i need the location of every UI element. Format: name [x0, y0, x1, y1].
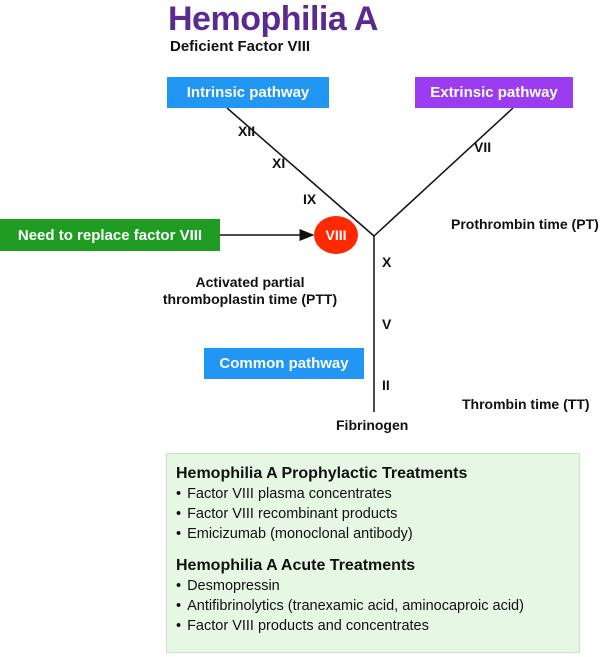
list-item: Factor VIII recombinant products [176, 504, 579, 524]
factor-xi-label: XI [272, 155, 286, 171]
page-subtitle: Deficient Factor VIII [170, 38, 311, 55]
tt-test-label: Thrombin time (TT) [462, 396, 590, 412]
ptt-test-label: Activated partial thromboplastin time (P… [140, 274, 360, 308]
treatments-panel: Hemophilia A Prophylactic Treatments Fac… [166, 453, 580, 653]
page-title: Hemophilia A [168, 0, 379, 38]
intrinsic-pathway-line [226, 107, 375, 237]
prophylactic-title: Hemophilia A Prophylactic Treatments [176, 465, 468, 482]
list-item: Factor VIII plasma concentrates [176, 484, 579, 504]
list-item: Factor VIII products and concentrates [176, 616, 579, 636]
list-item: Emicizumab (monoclonal antibody) [176, 524, 579, 544]
ptt-line-1: Activated partial [195, 274, 305, 290]
list-item: Antifibrinolytics (tranexamic acid, amin… [176, 596, 579, 616]
factor-xii-label: XII [238, 123, 256, 139]
factor-v-label: V [382, 316, 392, 332]
extrinsic-pathway-box: Extrinsic pathway [415, 77, 573, 108]
factor-ix-label: IX [303, 191, 317, 207]
prophylactic-list: Factor VIII plasma concentrates Factor V… [176, 484, 579, 544]
ptt-line-2: thromboplastin time (PTT) [162, 291, 338, 307]
acute-list: Desmopressin Antifibrinolytics (tranexam… [176, 576, 579, 636]
acute-title: Hemophilia A Acute Treatments [176, 557, 416, 574]
factor-viii-circle [314, 216, 358, 254]
list-item: Desmopressin [176, 576, 579, 596]
factor-viii-label: VIII [325, 227, 347, 243]
common-pathway-box: Common pathway [204, 348, 364, 379]
factor-ii-label: II [382, 377, 390, 393]
replace-factor-box: Need to replace factor VIII [0, 219, 220, 251]
factor-vii-label: VII [474, 139, 492, 155]
pt-test-label: Prothrombin time (PT) [451, 216, 599, 232]
factor-x-label: X [382, 254, 392, 270]
fibrinogen-label: Fibrinogen [336, 417, 409, 433]
extrinsic-pathway-line [373, 107, 514, 237]
intrinsic-pathway-box: Intrinsic pathway [167, 77, 329, 108]
